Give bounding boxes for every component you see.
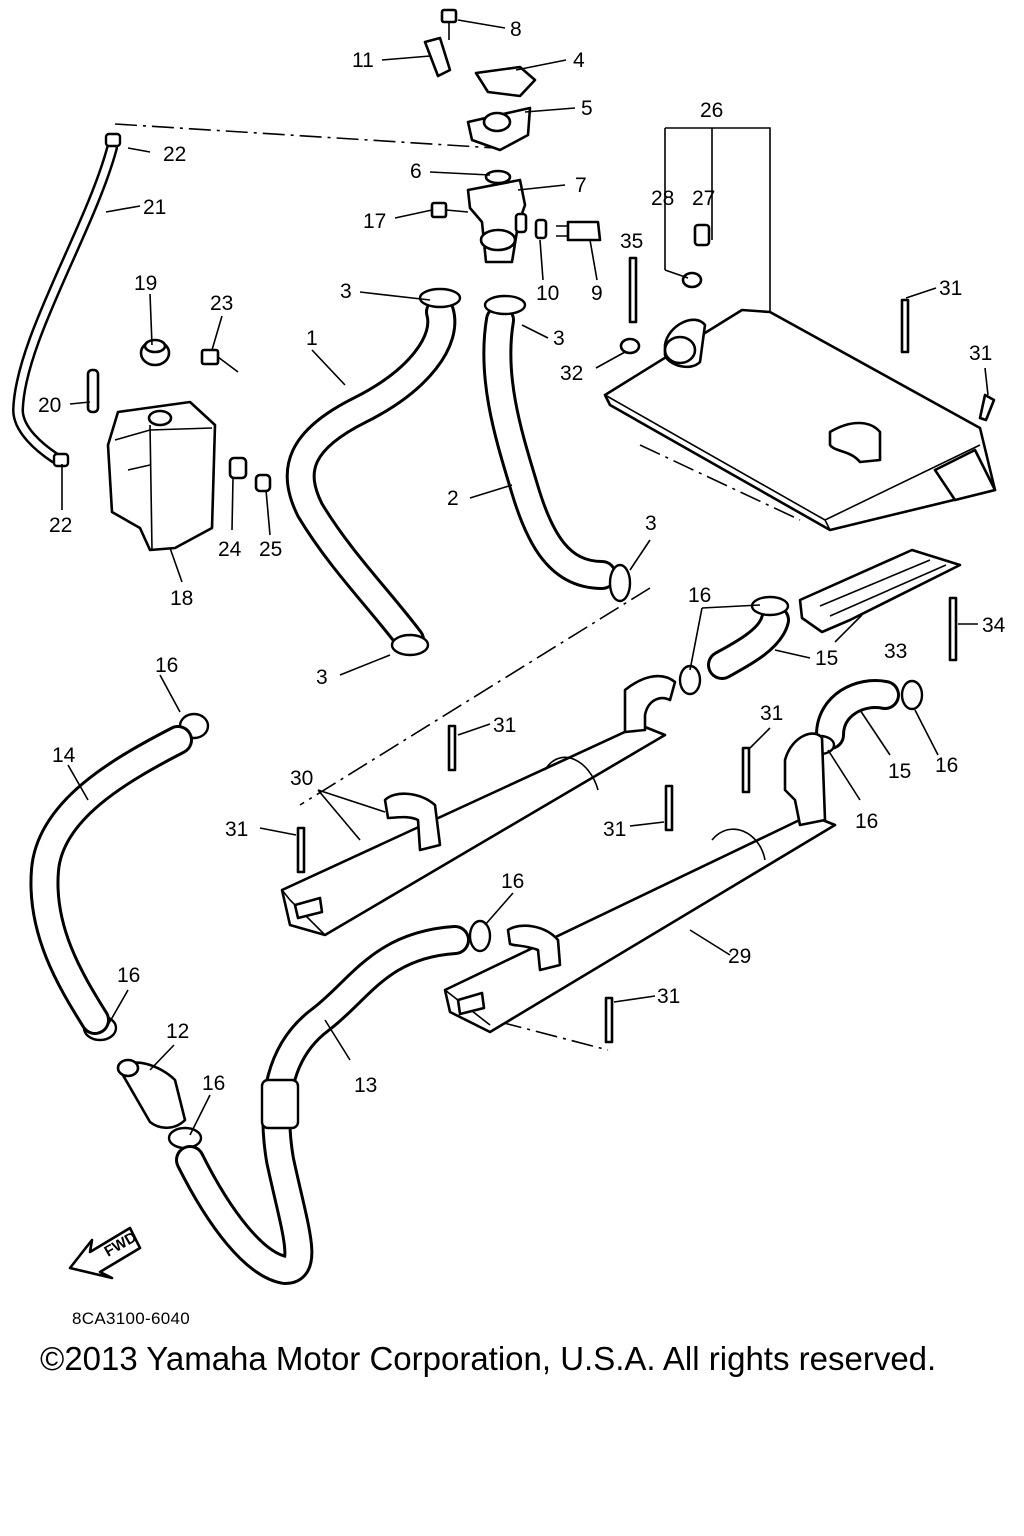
reservoir-cap (139, 338, 171, 367)
callout-29: 29 (728, 945, 751, 968)
callout-31: 31 (760, 702, 783, 725)
callout-26: 26 (700, 99, 723, 122)
thermostat-cover (474, 65, 537, 98)
callout-30: 30 (290, 767, 313, 790)
diagram-code: 8CA3100-6040 (72, 1309, 190, 1328)
heat-exchanger-right (443, 732, 837, 1034)
bracket (423, 36, 452, 78)
callout-16: 16 (855, 810, 878, 833)
callout-14: 14 (52, 744, 76, 767)
callout-12: 12 (166, 1020, 189, 1043)
callout-28: 28 (651, 187, 674, 210)
callout-16: 16 (155, 654, 178, 677)
callout-4: 4 (573, 49, 585, 72)
reservoir-pipe (86, 368, 100, 414)
callout-31: 31 (603, 818, 626, 841)
callout-35: 35 (620, 230, 643, 253)
callout-24: 24 (218, 538, 242, 561)
pipe-12 (116, 1058, 187, 1130)
callout-31: 31 (939, 277, 962, 300)
callout-6: 6 (410, 160, 422, 183)
thermostat-cap-bolt (440, 8, 458, 40)
callout-33: 33 (884, 640, 907, 663)
callout-3: 3 (340, 280, 352, 303)
callout-34: 34 (982, 614, 1006, 637)
callout-19: 19 (134, 272, 157, 295)
callout-32: 32 (560, 362, 583, 385)
callout-16: 16 (117, 964, 140, 987)
assembly-guide-lines (114, 123, 801, 1051)
callout-18: 18 (170, 587, 193, 610)
callout-16: 16 (202, 1072, 225, 1095)
callout-15: 15 (815, 647, 838, 670)
callout-16: 16 (501, 870, 524, 893)
thermo-switch (556, 220, 602, 242)
mounting-bracket (798, 548, 962, 634)
callout-3: 3 (553, 327, 565, 350)
callout-22: 22 (163, 143, 186, 166)
breather-hose (12, 132, 122, 468)
callout-23: 23 (210, 292, 233, 315)
callout-21: 21 (143, 196, 166, 219)
hose-14 (29, 725, 193, 1035)
callout-1: 1 (306, 327, 318, 350)
callout-20: 20 (38, 394, 61, 417)
callout-10: 10 (536, 282, 559, 305)
callout-31: 31 (225, 818, 248, 841)
callout-labels: 1 2 3 3 3 3 4 5 6 7 8 9 10 11 12 13 14 1… (38, 18, 1006, 1097)
callout-7: 7 (575, 174, 587, 197)
callout-3: 3 (316, 666, 328, 689)
callout-31: 31 (657, 985, 680, 1008)
leader-lines (61, 19, 989, 1136)
thermostat-oring (484, 169, 512, 185)
hose-clamps-3 (390, 287, 632, 657)
callout-16: 16 (688, 584, 711, 607)
hose-13 (175, 925, 470, 1285)
callout-31: 31 (493, 714, 516, 737)
coolant-reservoir-tank (106, 400, 217, 552)
housing-bolt (430, 201, 469, 219)
reservoir-bolt (200, 348, 239, 373)
forward-arrow-icon: FWD (68, 1226, 142, 1280)
reservoir-grommet (228, 456, 272, 493)
callout-16: 16 (935, 754, 958, 777)
callout-15: 15 (888, 760, 911, 783)
callout-25: 25 (259, 538, 282, 561)
callout-5: 5 (581, 97, 593, 120)
copyright-notice: ©2013 Yamaha Motor Corporation, U.S.A. A… (40, 1340, 937, 1377)
callout-8: 8 (510, 18, 522, 41)
radiator-hose-1 (285, 297, 457, 655)
callout-22: 22 (49, 514, 72, 537)
fitting-27-28 (619, 223, 711, 355)
washer (534, 218, 548, 240)
callout-9: 9 (591, 282, 603, 305)
callout-11: 11 (352, 49, 374, 72)
callout-13: 13 (354, 1074, 377, 1097)
thermostat-housing (466, 178, 528, 264)
bracket-lines-26 (664, 127, 771, 312)
hose-15-upper (707, 605, 900, 750)
callout-27: 27 (692, 187, 715, 210)
callout-31: 31 (969, 342, 992, 365)
radiator-hose-2 (482, 305, 617, 590)
rivets (296, 256, 996, 1044)
callout-2: 2 (447, 487, 459, 510)
callout-17: 17 (363, 210, 386, 233)
callout-3: 3 (645, 512, 657, 535)
thermostat-housing-upper (466, 106, 532, 152)
heat-exchanger-plate (603, 308, 997, 532)
heat-exchanger-left (280, 674, 677, 937)
